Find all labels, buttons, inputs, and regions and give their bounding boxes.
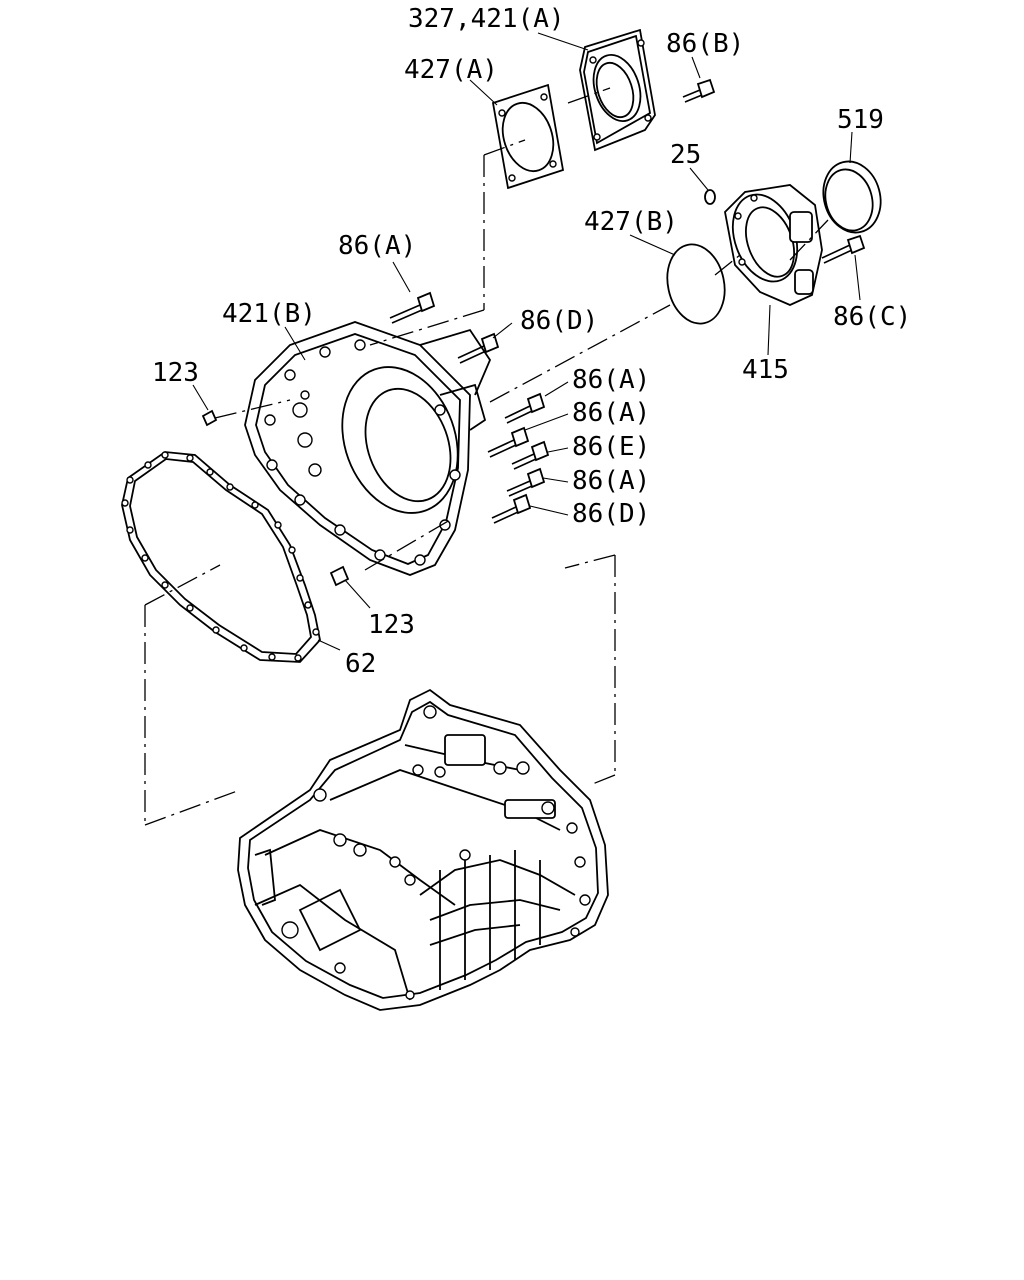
bolt-86d-top bbox=[457, 332, 500, 364]
callout-421b: 421(B) bbox=[222, 299, 316, 329]
transmission-main-case bbox=[237, 688, 609, 1011]
callout-123-left: 123 bbox=[152, 358, 199, 388]
callout-123-bottom: 123 bbox=[368, 610, 415, 640]
gasket-62 bbox=[121, 451, 321, 663]
callout-86a-3: 86(A) bbox=[572, 466, 650, 496]
bolt-86e bbox=[511, 440, 550, 470]
housing-421b bbox=[244, 321, 492, 576]
callout-86a-2: 86(A) bbox=[572, 398, 650, 428]
callout-86e: 86(E) bbox=[572, 432, 650, 462]
callout-86a-top: 86(A) bbox=[338, 231, 416, 261]
dowel-pin-123-bottom bbox=[329, 565, 350, 587]
housing-415 bbox=[724, 184, 823, 306]
flange-plate-327 bbox=[579, 28, 656, 152]
o-ring-25 bbox=[704, 189, 716, 205]
callout-415: 415 bbox=[742, 355, 789, 385]
callout-86d-bottom: 86(D) bbox=[572, 499, 650, 529]
bolt-86a-1 bbox=[504, 392, 546, 424]
callout-427a: 427(A) bbox=[404, 55, 498, 85]
o-ring-427b bbox=[666, 243, 726, 325]
seal-ring-519 bbox=[822, 160, 882, 234]
bolt-86b bbox=[682, 78, 716, 103]
callout-327-421a: 327,421(A) bbox=[408, 4, 565, 34]
callout-86c: 86(C) bbox=[833, 302, 911, 332]
bolt-86a-top bbox=[389, 291, 436, 324]
bolt-86d-bottom bbox=[491, 493, 532, 524]
bolt-86a-3 bbox=[506, 467, 546, 497]
callout-86a-1: 86(A) bbox=[572, 365, 650, 395]
callout-86b: 86(B) bbox=[666, 29, 744, 59]
gasket-427a bbox=[491, 83, 565, 190]
leader-lines bbox=[144, 32, 861, 826]
dowel-pin-123-left bbox=[201, 409, 218, 427]
callout-25: 25 bbox=[670, 140, 701, 170]
bolt-86c bbox=[821, 234, 866, 264]
bolt-86a-2 bbox=[487, 426, 530, 458]
callout-519: 519 bbox=[837, 105, 884, 135]
callout-86d-top: 86(D) bbox=[520, 306, 598, 336]
callout-62: 62 bbox=[345, 649, 376, 679]
callout-427b: 427(B) bbox=[584, 207, 678, 237]
